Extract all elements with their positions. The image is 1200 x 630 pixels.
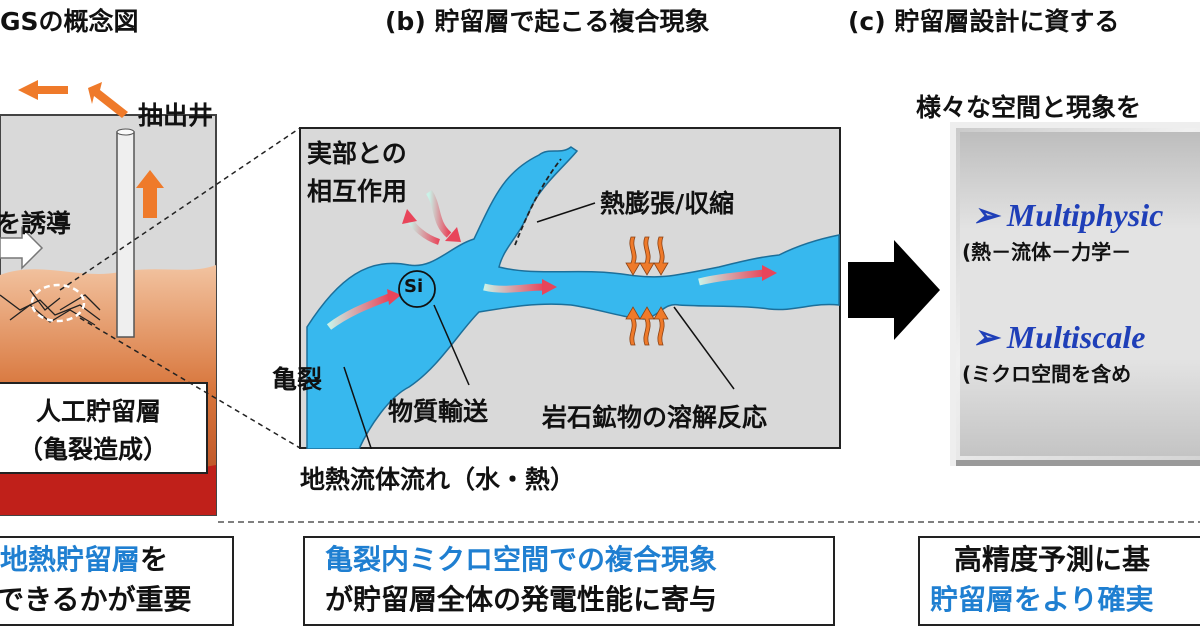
white-arrow-icon (0, 226, 44, 270)
bottom-a-line1-highlight: 地熱貯留層 (0, 543, 141, 576)
interaction-line1: 実部との (307, 139, 407, 168)
panel-c-header: (c) 貯留層設計に資する (848, 7, 1120, 36)
reservoir-label-box: 人工貯留層 （亀裂造成） (0, 382, 208, 474)
bottom-a-line1-rest: を (140, 543, 169, 576)
bottom-c-line2: 貯留層をより確実 (930, 583, 1154, 616)
bottom-a-line1: 地熱貯留層を (0, 540, 168, 580)
leader-lines (343, 202, 735, 449)
si-particle (398, 270, 436, 308)
panel-c-box: ➢ Multiphysic (熱－流体－力学－ ➢ Multiscale (ミク… (950, 122, 1200, 466)
bottom-c-line1: 高精度予測に基 (954, 543, 1151, 576)
left-arrow-icon (18, 80, 68, 100)
bottom-box-c: 高精度予測に基 貯留層をより確実 (918, 536, 1200, 626)
panel-c-intro: 様々な空間と現象を (916, 93, 1142, 122)
thermal-expansion-label: 熱膨張/収縮 (600, 189, 735, 218)
bottom-a-line2: できるかが重要 (0, 583, 192, 616)
multiscale-sub: (ミクロ空間を含め (962, 362, 1132, 386)
bottom-b-line1: 亀裂内ミクロ空間での複合現象 (325, 543, 718, 576)
multiphysics-sub: (熱－流体－力学－ (962, 240, 1132, 264)
panel-c-inner (960, 132, 1200, 456)
bottom-b-line2: が貯留層全体の発電性能に寄与 (325, 583, 718, 616)
multiscale-label: ➢ Multiscale (972, 319, 1146, 355)
panel-a-header: GSの概念図 (0, 7, 139, 36)
heat-arrows (625, 236, 669, 346)
transport-label: 物質輸送 (388, 397, 489, 426)
bottom-box-b: 亀裂内ミクロ空間での複合現象 が貯留層全体の発電性能に寄与 (303, 536, 835, 626)
crack-label: 亀裂 (272, 365, 323, 394)
reservoir-label-line1: 人工貯留層 (36, 397, 162, 426)
deep-red-layer (0, 465, 216, 515)
reservoir-label-line2: （亀裂造成） (18, 435, 169, 464)
dissolution-label: 岩石鉱物の溶解反応 (542, 403, 768, 432)
induce-text: を誘導 (0, 209, 72, 238)
up-arrow-icon (136, 170, 164, 218)
panel-b-diagram (299, 127, 841, 449)
crack-tip-line (514, 158, 562, 246)
big-right-arrow-icon (848, 240, 940, 340)
panel-b-header: (b) 貯留層で起こる複合現象 (385, 7, 710, 36)
flow-label: 地熱流体流れ（水・熱） (300, 465, 576, 494)
multiphysics-label: ➢ Multiphysic (972, 197, 1164, 233)
flow-arrows (326, 190, 777, 330)
well-label: 抽出井 (138, 101, 214, 130)
crack-water (306, 146, 840, 449)
focus-ellipse (30, 283, 86, 323)
interaction-line2: 相互作用 (307, 177, 408, 206)
bottom-box-a: 地熱貯留層を できるかが重要 (0, 536, 234, 626)
si-label: Si (404, 276, 424, 297)
diagonal-arrow-icon (88, 82, 128, 118)
